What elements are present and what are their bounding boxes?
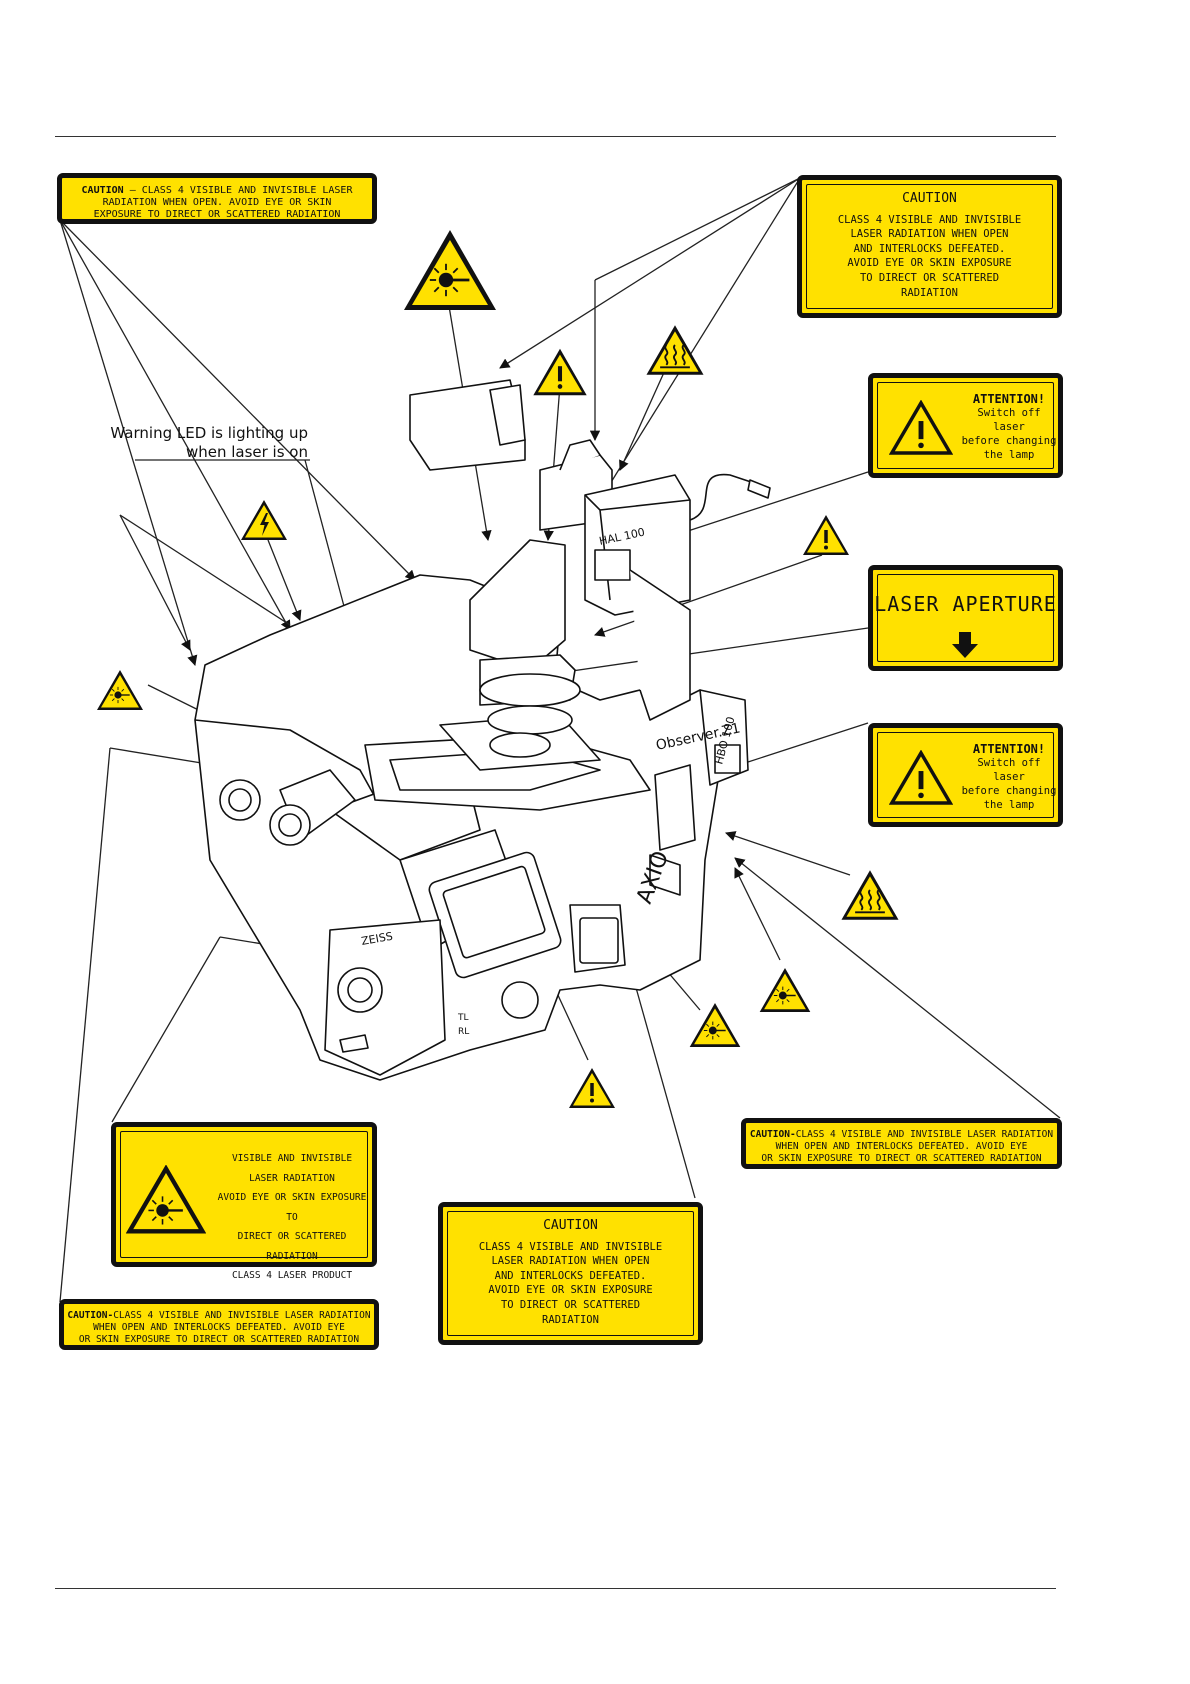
caution-label-right-interlocks: CAUTION-CLASS 4 VISIBLE AND INVISIBLE LA… [741, 1118, 1062, 1169]
exclamation-warning-icon [533, 348, 587, 396]
caution-label-top-right: CAUTION CLASS 4 VISIBLE AND INVISIBLE LA… [797, 175, 1062, 318]
hot-surface-warning-icon [646, 325, 704, 375]
svg-text:ZEISS: ZEISS [360, 930, 393, 948]
arrow-down-icon [952, 632, 978, 658]
laser-warning-icon [97, 670, 143, 710]
laser-aperture-label: LASER APERTURE [868, 565, 1063, 671]
caution-label-bottom-center: CAUTION CLASS 4 VISIBLE AND INVISIBLE LA… [438, 1202, 703, 1345]
caution-label-bottom-left: CAUTION-CLASS 4 VISIBLE AND INVISIBLE LA… [59, 1299, 379, 1350]
laser-warning-icon [689, 1003, 741, 1047]
laser-warning-icon [759, 968, 811, 1012]
svg-text:TL: TL [457, 1013, 469, 1023]
bottom-rule [55, 1588, 1056, 1589]
laser-product-label: VISIBLE AND INVISIBLE LASER RADIATION AV… [111, 1122, 377, 1281]
exclamation-warning-icon [569, 1068, 615, 1108]
exclamation-warning-icon [889, 400, 953, 455]
exclamation-warning-icon [803, 515, 849, 555]
caution-label-top-left: CAUTION – CLASS 4 VISIBLE AND INVISIBLE … [57, 173, 377, 224]
leader-lines [59, 177, 1061, 1303]
hot-surface-warning-icon [841, 870, 899, 920]
attention-label-lamp-top: ATTENTION! Switch off laser before chang… [868, 373, 1063, 478]
exclamation-warning-icon [889, 750, 953, 805]
warning-led-note: Warning LED is lighting up when laser is… [110, 424, 308, 461]
laser-warning-icon [126, 1165, 206, 1234]
top-rule [55, 136, 1056, 137]
attention-label-lamp-bottom: ATTENTION! Switch off laser before chang… [868, 723, 1063, 827]
svg-text:RL: RL [458, 1027, 469, 1037]
laser-warning-icon [404, 230, 496, 310]
microscope-body [194, 379, 771, 1081]
electric-warning-icon [241, 500, 287, 540]
